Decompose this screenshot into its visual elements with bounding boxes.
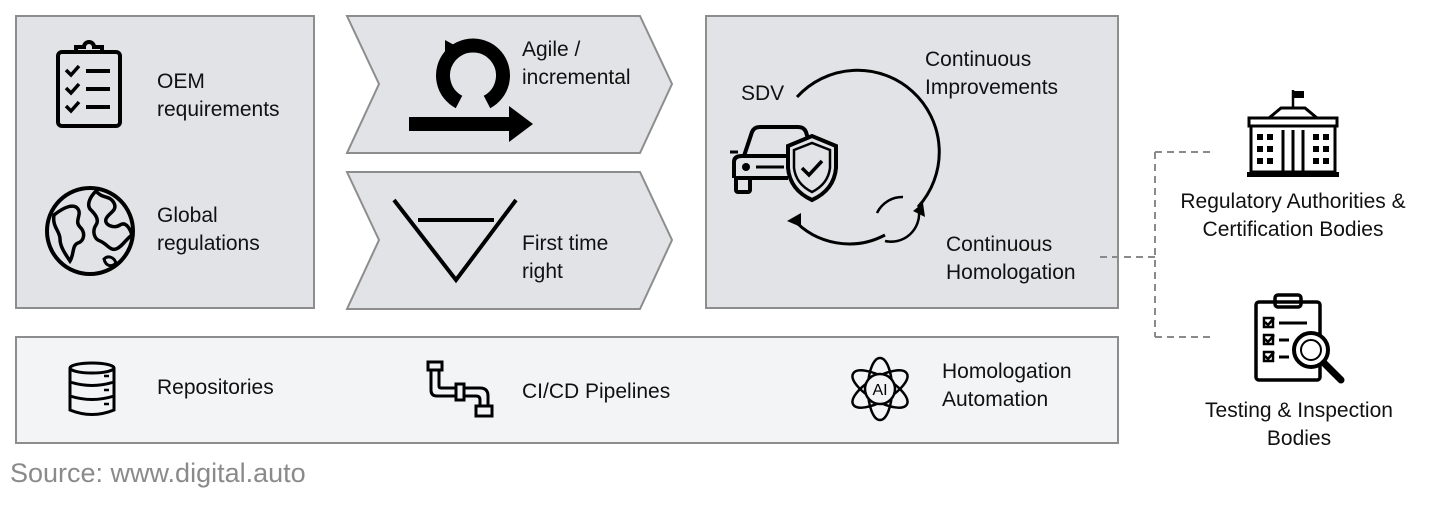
cycle-arrow-icon — [405, 38, 535, 148]
sdv-panel — [705, 15, 1119, 309]
global-regulations-label: Global regulations — [157, 204, 260, 255]
regulatory-authorities-label: Regulatory Authorities & Certification B… — [1180, 190, 1406, 241]
pipe-icon — [426, 360, 498, 427]
testing-inspection-label: Testing & Inspection Bodies — [1205, 399, 1393, 450]
continuous-improvements-label: Continuous Improvements — [925, 48, 1059, 99]
svg-text:AI: AI — [872, 382, 887, 399]
first-time-label: First time right — [522, 232, 609, 283]
first-time-chevron — [345, 171, 676, 316]
source-caption: Source: www.digital.auto — [10, 458, 306, 488]
globe-icon — [44, 185, 136, 282]
ai-atom-icon: AI — [846, 355, 914, 428]
agile-label: Agile / incremental — [522, 38, 631, 89]
repositories-label: Repositories — [157, 376, 274, 399]
government-building-icon — [1245, 88, 1341, 183]
oem-requirements-label: OEM requirements — [157, 70, 280, 121]
funnel-icon — [390, 198, 520, 289]
cicd-pipelines-label: CI/CD Pipelines — [522, 380, 671, 403]
inspection-clipboard-icon — [1253, 292, 1347, 389]
car-shield-icon — [728, 122, 840, 207]
homologation-automation-label: Homologation Automation — [942, 360, 1072, 411]
tools-bar — [15, 336, 1119, 444]
continuous-cycle-arrow — [705, 15, 1119, 314]
clipboard-checklist-icon — [54, 40, 124, 135]
requirements-panel — [15, 15, 315, 309]
sdv-label: SDV — [741, 82, 785, 105]
continuous-homologation-label: Continuous Homologation — [946, 233, 1076, 284]
database-icon — [66, 361, 118, 422]
